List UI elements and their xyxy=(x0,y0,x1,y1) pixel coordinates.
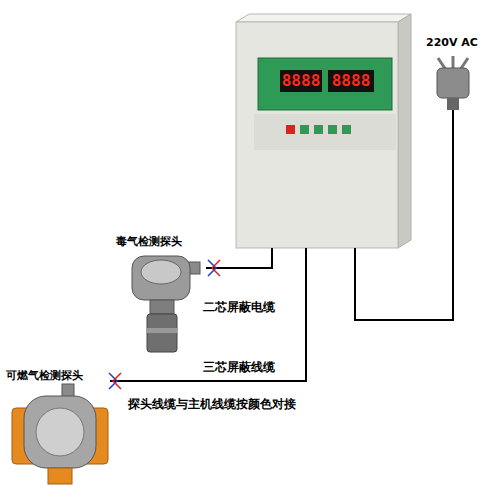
probe-tab xyxy=(48,468,72,484)
cable-label: 二芯屏蔽电缆 xyxy=(203,299,275,316)
cable-connector xyxy=(355,116,453,320)
joint-red xyxy=(212,260,220,276)
joint-red xyxy=(113,373,121,389)
plug-cable xyxy=(452,110,454,116)
node-box: 毒气检测探头 xyxy=(116,234,206,356)
cable-label: 三芯屏蔽线缆 xyxy=(203,359,275,376)
power-plug xyxy=(437,56,469,116)
controller-box xyxy=(236,14,411,248)
button xyxy=(314,125,323,134)
combustible-probe xyxy=(12,384,108,484)
node-label: 毒气检测探头 xyxy=(116,234,182,249)
node-label: 可燃气检测探头 xyxy=(6,368,83,383)
cable-line xyxy=(110,248,306,381)
box-top xyxy=(236,14,411,22)
toxic-probe xyxy=(132,256,200,352)
probe-housing xyxy=(24,396,96,468)
plug-body xyxy=(437,68,469,98)
sensor-tube xyxy=(147,314,177,352)
button xyxy=(286,125,295,134)
button xyxy=(300,125,309,134)
note-label: 探头线缆与主机线缆按颜色对接 xyxy=(128,396,296,413)
display-panel xyxy=(258,58,392,110)
display-digits: 8888 xyxy=(280,70,322,92)
node-label: 220V AC xyxy=(426,36,478,49)
cable-line xyxy=(355,116,453,320)
probe-neck xyxy=(150,300,174,314)
probe-housing xyxy=(132,256,190,300)
node-box: 8888 8888 xyxy=(236,14,411,248)
plug-neck xyxy=(447,98,459,110)
node-box: 220V AC xyxy=(418,34,488,116)
plug-pin xyxy=(452,56,455,68)
button xyxy=(328,125,337,134)
box-side xyxy=(398,14,411,248)
button-strip xyxy=(254,114,396,150)
box-front xyxy=(236,22,398,248)
node-box: 可燃气检测探头 xyxy=(6,368,110,486)
display-digits: 8888 xyxy=(328,70,374,92)
sensor-ring xyxy=(147,328,177,333)
button xyxy=(342,125,351,134)
probe-cap xyxy=(141,260,181,284)
probe-cap xyxy=(36,408,84,456)
cable-connector xyxy=(110,248,306,381)
